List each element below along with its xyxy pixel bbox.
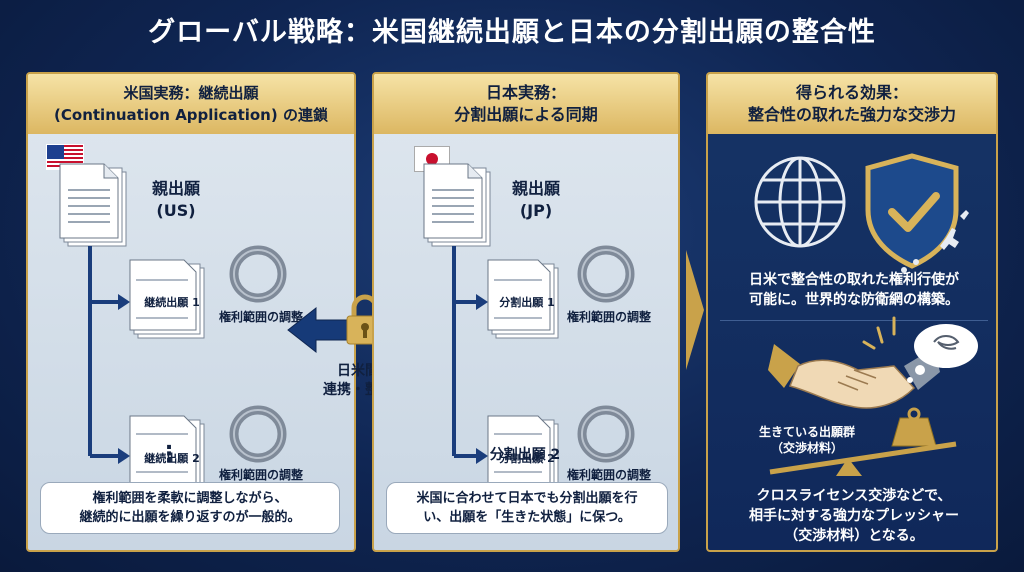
- us-adjust1-label: 権利範囲の調整: [218, 310, 303, 324]
- globe-shield-graphic: [754, 153, 969, 273]
- effect-header-line1: 得られる効果：: [795, 83, 908, 102]
- scale-label: 生きている出願群 （交渉材料）: [758, 425, 855, 455]
- effect-panel: 得られる効果： 整合性の取れた強力な交渉力 日米で整合性の取れた権利行使が 可能…: [706, 72, 998, 552]
- us-header-line2: (Continuation Application) の連鎖: [54, 106, 328, 124]
- jp-adjust2-label: 権利範囲の調整: [566, 468, 651, 482]
- weight-icon: [891, 407, 937, 447]
- jp-header-line1: 日本実務：: [485, 83, 566, 102]
- page-title: グローバル戦略：米国継続出願と日本の分割出願の整合性: [148, 17, 876, 48]
- jp-adjust1-label: 権利範囲の調整: [566, 310, 651, 324]
- us-explanation-bubble: 権利範囲を柔軟に調整しながら、 継続的に出願を繰り返すのが一般的。: [40, 482, 340, 534]
- effect-header-line2: 整合性の取れた強力な交渉力: [747, 105, 956, 124]
- us-parent-label: 親出願 (US): [151, 179, 200, 220]
- sparkle-icon: [862, 316, 896, 350]
- jp-parent-label: 親出願 (JP): [511, 179, 560, 220]
- jp-parent-document-icon: [423, 163, 491, 247]
- effect-divider: [720, 320, 988, 321]
- jp-child1-label: 分割出願 1: [499, 296, 555, 309]
- us-adjust2-label: 権利範囲の調整: [218, 468, 303, 482]
- us-header-line1: 米国実務：継続出願: [123, 84, 259, 102]
- balance-scale-icon: [769, 441, 957, 476]
- jp-flow-graphic: [423, 163, 635, 495]
- thought-cloud-icon: [907, 324, 978, 383]
- jp-panel-header: 日本実務： 分割出願による同期: [374, 74, 678, 134]
- us-parent-document-icon: [59, 163, 127, 247]
- us-panel-header: 米国実務：継続出願 (Continuation Application) の連鎖: [28, 74, 354, 134]
- flow-arrow-icon: [686, 250, 704, 370]
- us-flow-graphic: [59, 163, 287, 495]
- us-practice-panel: 米国実務：継続出願 (Continuation Application) の連鎖: [26, 72, 356, 552]
- effect-text-negotiation: クロスライセンス交渉などで、 相手に対する強力なプレッシャー （交渉材料）となる…: [749, 488, 959, 544]
- us-child2-label: 継続出願 2: [144, 452, 200, 465]
- jp-child2-caption-visible: 分割出願 2: [489, 447, 561, 463]
- jp-child2-document-icon: [487, 415, 559, 495]
- us-child1-label: 継続出願 1: [144, 296, 200, 309]
- jp-explanation-bubble: 米国に合わせて日本でも分割出願を行 い、出願を「生きた状態」に保つ。: [386, 482, 668, 534]
- jp-child1-document-icon: [487, 259, 559, 339]
- effect-text-defense: 日米で整合性の取れた権利行使が 可能に。世界的な防衛網の構築。: [749, 272, 959, 308]
- effect-panel-header: 得られる効果： 整合性の取れた強力な交渉力: [708, 74, 996, 134]
- jp-practice-panel: 日本実務： 分割出願による同期: [372, 72, 680, 552]
- japan-map-icon: [940, 210, 969, 250]
- shield-icon: [865, 153, 959, 269]
- us-more-dots: ⋮: [158, 442, 180, 467]
- us-child1-document-icon: [129, 259, 205, 339]
- globe-icon: [754, 156, 846, 248]
- jp-child2-label: 分割出願 2: [499, 452, 555, 465]
- jp-header-line2: 分割出願による同期: [454, 105, 598, 124]
- thinking-cloud-graphic: [862, 316, 978, 383]
